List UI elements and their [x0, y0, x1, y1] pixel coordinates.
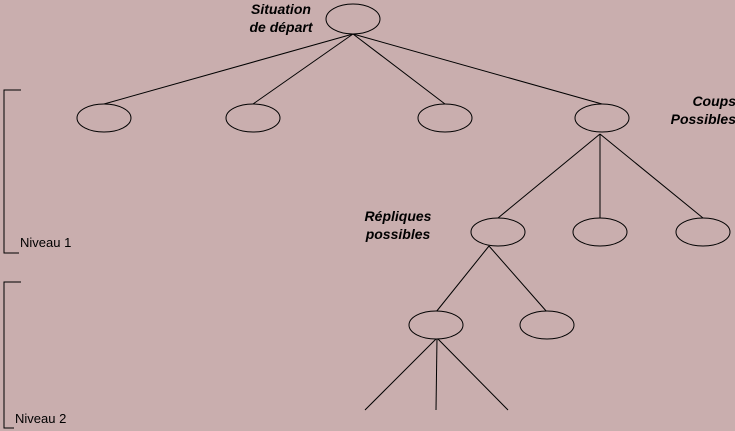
reply-node-1 [470, 217, 526, 247]
coups-label-line1: Coups [692, 93, 735, 109]
level2-node-1 [408, 310, 464, 340]
level1-label: Niveau 1 [20, 235, 72, 250]
repliques-label-line1: Répliques [364, 208, 432, 224]
edge-move4-reply3 [599, 133, 704, 219]
coups-possibles-label: Coups Possibles [646, 92, 735, 128]
level2-bracket [3, 281, 21, 429]
edge-level2-down-right [436, 337, 509, 411]
root-label-line2: de départ [249, 19, 313, 35]
move-node-2 [225, 103, 281, 133]
root-node [325, 3, 381, 35]
root-label-line1: Situation [251, 1, 311, 17]
reply-node-2 [572, 217, 628, 247]
move-node-1 [76, 103, 132, 133]
coups-label-line2: Possibles [670, 111, 735, 127]
reply-node-3 [675, 217, 731, 247]
edge-root-move3 [352, 33, 446, 105]
edge-root-move4 [352, 33, 603, 105]
level2-node-2 [519, 310, 575, 340]
level2-label: Niveau 2 [15, 411, 67, 426]
edge-move4-reply1 [497, 133, 601, 219]
edge-level2-down-left [364, 337, 438, 411]
edge-reply1-child1 [435, 245, 490, 313]
edge-level2-down-mid [435, 337, 438, 411]
move-node-4 [574, 103, 630, 133]
edge-root-move1 [103, 33, 354, 105]
move-node-3 [417, 103, 473, 133]
level1-bracket [3, 89, 21, 254]
edge-reply1-child2 [488, 245, 548, 313]
root-label: Situation de départ [236, 0, 326, 36]
repliques-label-line2: possibles [365, 226, 431, 242]
edge-root-move2 [252, 33, 354, 105]
repliques-possibles-label: Répliques possibles [353, 207, 443, 243]
